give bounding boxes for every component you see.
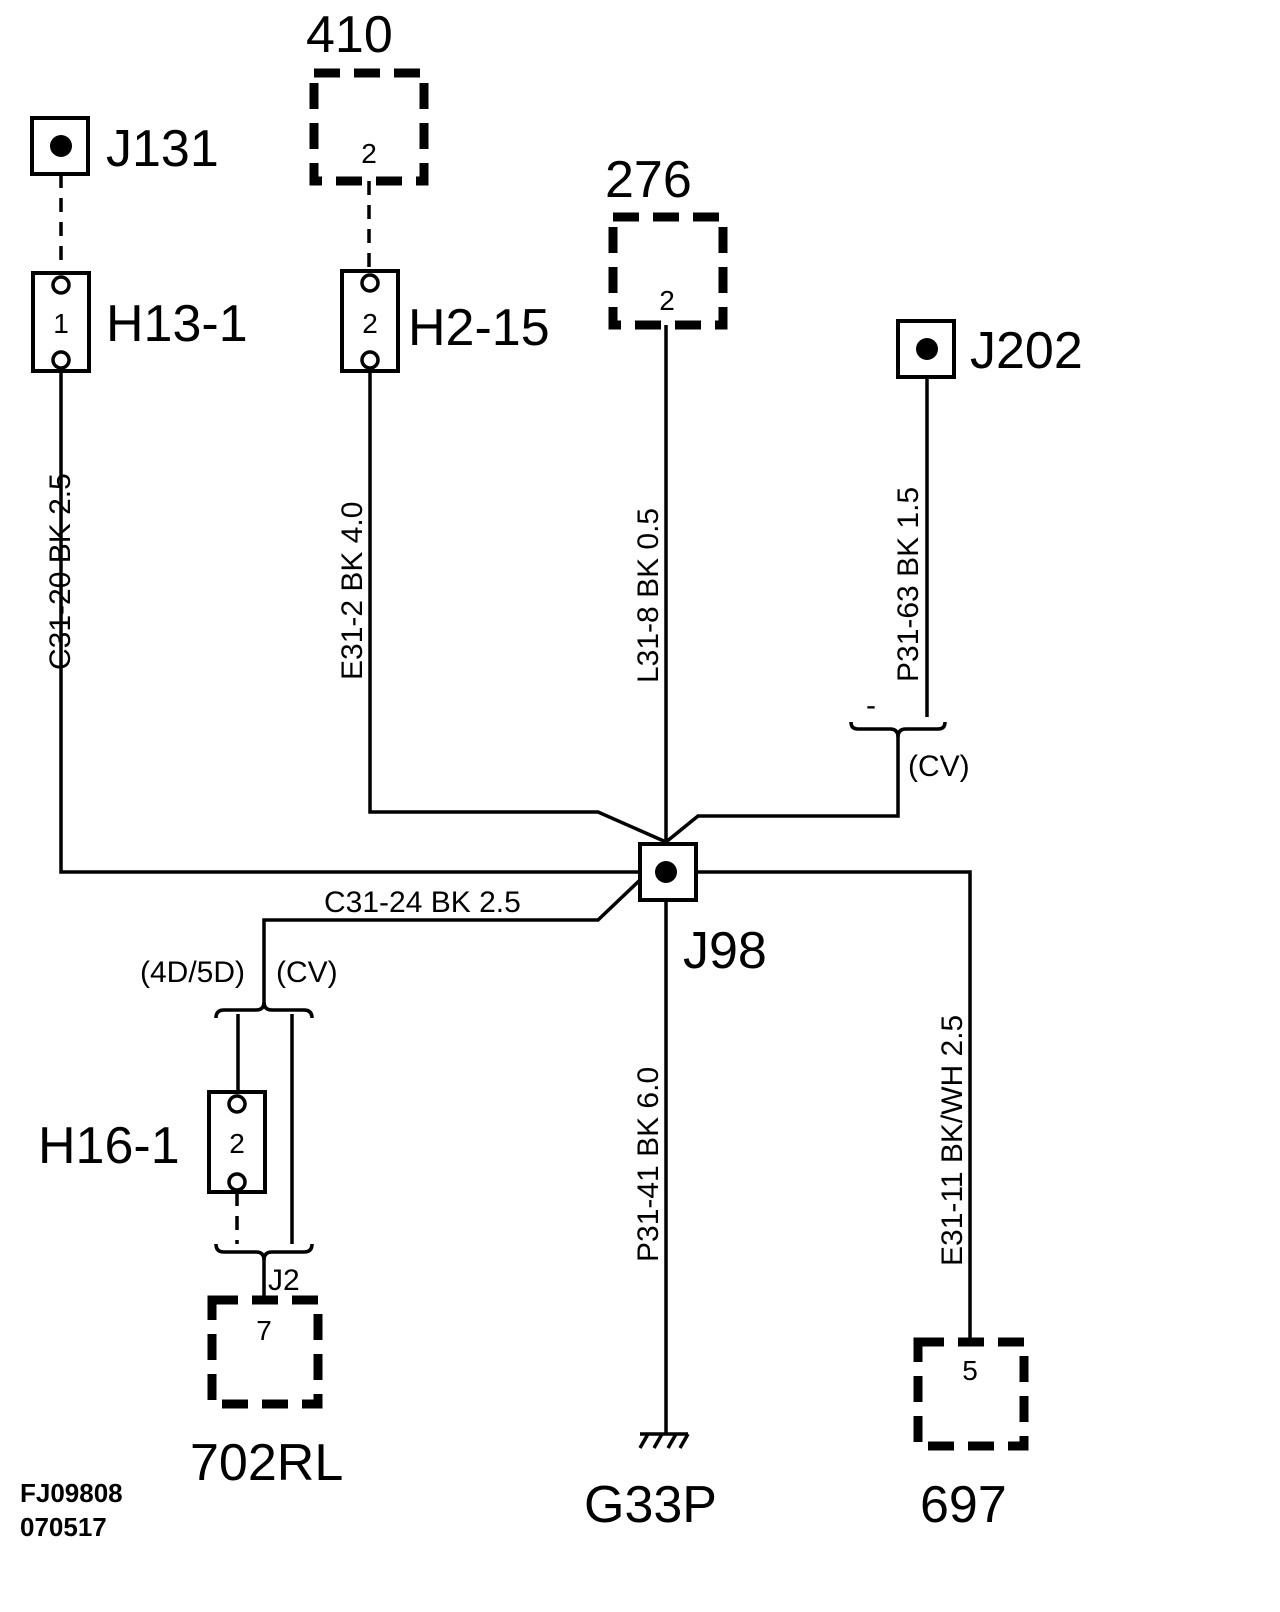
wire-p31-63-tail — [664, 735, 900, 844]
c702-pin: 7 — [256, 1315, 272, 1346]
c410-box — [309, 68, 429, 186]
h2-connector: 2 H2-15 — [340, 269, 550, 373]
wire-label-p31-63: P31-63 BK 1.5 — [892, 487, 925, 682]
c697-box — [913, 1337, 1029, 1451]
c702-box — [207, 1295, 323, 1409]
c697-label: 697 — [920, 1476, 1007, 1534]
wire-c31-20 — [59, 368, 640, 874]
wire-e31-2 — [368, 368, 667, 844]
wire-e31-11 — [697, 870, 972, 1340]
h16-label: H16-1 — [38, 1117, 180, 1175]
ground-symbol — [638, 1432, 690, 1449]
j98-label: J98 — [683, 922, 767, 980]
wire-label-e31-11: E31-11 BK/WH 2.5 — [936, 1015, 969, 1266]
h13-label: H13-1 — [106, 295, 248, 353]
h16-connector: 2 H16-1 — [38, 1090, 267, 1194]
c276-label: 276 — [605, 151, 692, 209]
j202-splice: J202 — [896, 319, 1083, 380]
c276-pin: 2 — [659, 285, 675, 316]
c702-label: 702RL — [190, 1434, 343, 1492]
j2-label: J2 — [268, 1264, 300, 1297]
ground-label: G33P — [584, 1476, 717, 1534]
h16-pin: 2 — [229, 1128, 245, 1159]
j131-splice: J131 — [30, 116, 219, 178]
wire-label-c31-24: C31-24 BK 2.5 — [324, 886, 521, 919]
j202-label: J202 — [970, 322, 1083, 380]
j2-brace: J2 — [214, 1243, 314, 1300]
wire-label-e31-2: E31-2 BK 4.0 — [336, 502, 369, 680]
cv-option-brace-left: (4D/5D) (CV) — [140, 956, 338, 1019]
h2-pin: 2 — [362, 308, 378, 339]
h13-connector: 1 H13-1 — [31, 271, 248, 373]
drawing-id: FJ09808 — [20, 1478, 123, 1508]
drawing-date: 070517 — [20, 1512, 107, 1542]
wire-label-p31-41: P31-41 BK 6.0 — [632, 1067, 665, 1262]
wire-label-c31-20: C31-20 BK 2.5 — [44, 473, 77, 670]
wire-c31-24 — [262, 878, 642, 1008]
c410-label: 410 — [306, 6, 393, 64]
c697-pin: 5 — [962, 1355, 978, 1386]
c276-box — [608, 212, 728, 330]
option-4d5d: (4D/5D) — [140, 956, 245, 989]
j98-splice: J98 — [638, 842, 767, 980]
h2-label: H2-15 — [408, 299, 550, 357]
option-cv-right: (CV) — [908, 750, 970, 783]
cv-option-brace-right: - (CV) — [849, 689, 970, 783]
j131-label: J131 — [106, 120, 219, 178]
option-cv-left: (CV) — [276, 956, 338, 989]
c410-pin: 2 — [361, 138, 377, 169]
wire-label-l31-8: L31-8 BK 0.5 — [632, 508, 665, 683]
option-minus: - — [866, 689, 876, 722]
h13-pin: 1 — [53, 308, 69, 339]
